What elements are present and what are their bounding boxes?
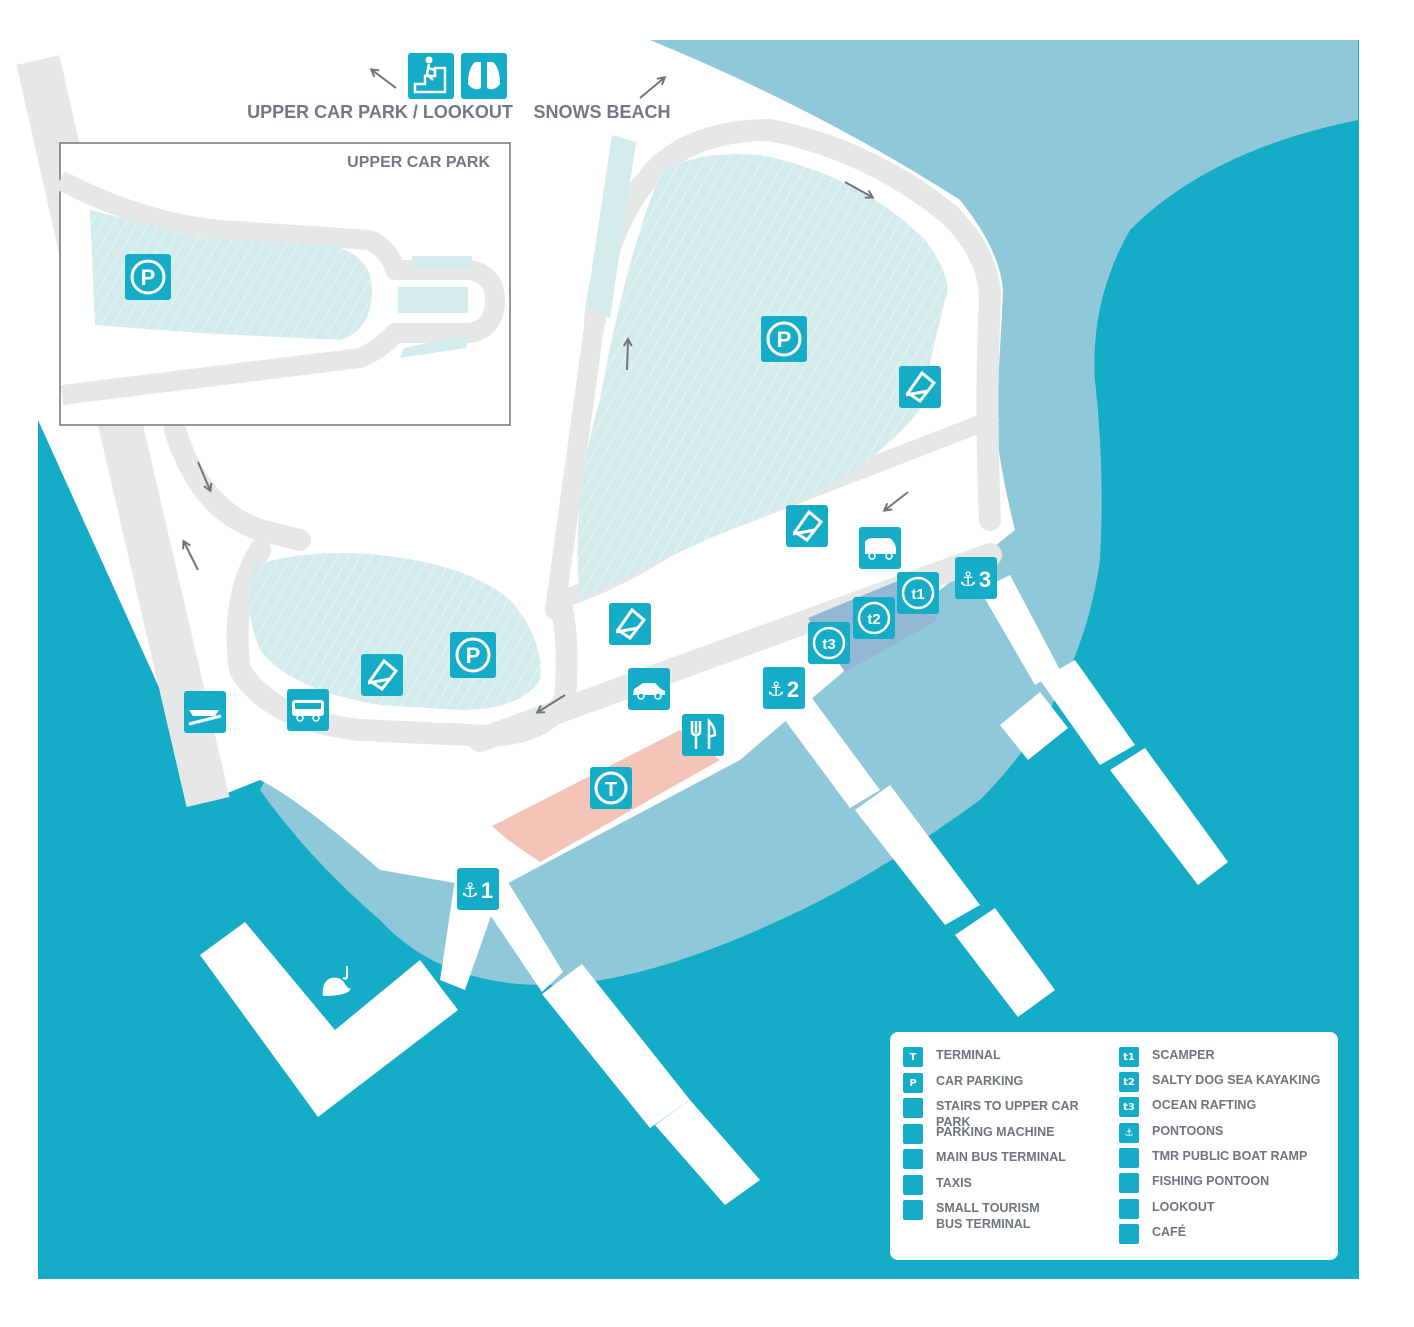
anchor-icon: ⚓ 1 xyxy=(457,868,499,910)
legend-label: PONTOONS xyxy=(1152,1124,1224,1138)
parking-icon-main xyxy=(759,314,809,364)
terminal-icon: T xyxy=(590,767,632,809)
svg-text:3: 3 xyxy=(979,567,991,592)
kayaking-icon: t2 xyxy=(853,597,895,639)
svg-text:t3: t3 xyxy=(822,636,835,653)
parking-machine-icon xyxy=(784,503,830,549)
rafting-icon: t3 xyxy=(808,622,850,664)
parking-machine-icon xyxy=(903,1124,923,1144)
legend-item: MAIN BUS TERMINAL xyxy=(903,1149,1116,1169)
legend-item: TMR PUBLIC BOAT RAMP xyxy=(1119,1148,1332,1168)
minibus-icon xyxy=(859,527,901,569)
legend-label: SALTY DOG SEA KAYAKING xyxy=(1152,1073,1321,1087)
direction-arrows xyxy=(184,70,909,712)
anchor-icon: ⚓ 3 xyxy=(955,557,997,599)
inset-parking-icon xyxy=(123,252,173,302)
legend-item: t3 OCEAN RAFTING xyxy=(1119,1097,1332,1117)
legend-label: STAIRS TO UPPER CAR PARK xyxy=(936,1099,1079,1129)
taxi-icon xyxy=(628,668,670,710)
legend-label: CAR PARKING xyxy=(936,1074,1024,1088)
roadside-parking xyxy=(586,135,636,318)
stairs-icon xyxy=(408,53,454,99)
legend-item: PARKING MACHINE xyxy=(903,1124,1116,1144)
parking-machine-icon xyxy=(359,652,405,698)
taxi-icon xyxy=(903,1175,923,1195)
upper-car-park-title: UPPER CAR PARK xyxy=(347,154,490,171)
legend-label: SMALL TOURISM BUS TERMINAL xyxy=(936,1201,1040,1231)
map-legend: T TERMINAL P CAR PARKING STAIRS TO UPPER CAR… xyxy=(890,1032,1338,1260)
parking-icon-lower xyxy=(448,630,498,680)
legend-item: T TERMINAL xyxy=(903,1047,1116,1067)
anchor-icon: ⚓ xyxy=(1119,1123,1139,1143)
upper-car-park-inset: UPPER CAR PARK xyxy=(55,142,511,426)
parking-machine-icon xyxy=(897,364,943,410)
parking-icon: P xyxy=(903,1073,923,1093)
boat-ramp-icon xyxy=(1119,1148,1139,1168)
legend-item: FISHING PONTOON xyxy=(1119,1173,1332,1193)
legend-label: CAFÉ xyxy=(1152,1225,1187,1239)
legend-item: t2 SALTY DOG SEA KAYAKING xyxy=(1119,1072,1332,1092)
rafting-icon: t3 xyxy=(1119,1097,1139,1117)
legend-item: P CAR PARKING xyxy=(903,1073,1116,1093)
cafe-icon xyxy=(682,714,724,756)
legend-item: LOOKOUT xyxy=(1119,1199,1332,1219)
legend-item: t1 SCAMPER xyxy=(1119,1047,1332,1067)
bus-icon xyxy=(287,689,329,731)
fishing-icon xyxy=(316,961,358,1003)
binoculars-icon xyxy=(1119,1199,1139,1219)
legend-label: PARKING MACHINE xyxy=(936,1125,1055,1139)
legend-item: ⚓ PONTOONS xyxy=(1119,1123,1332,1143)
legend-item: CAFÉ xyxy=(1119,1224,1332,1244)
legend-item: STAIRS TO UPPER CAR PARK xyxy=(903,1098,1116,1130)
cafe-icon xyxy=(1119,1224,1139,1244)
legend-label: TERMINAL xyxy=(936,1048,1001,1062)
bus-icon xyxy=(903,1149,923,1169)
legend-label: FISHING PONTOON xyxy=(1152,1174,1270,1188)
svg-text:⚓: ⚓ xyxy=(767,679,785,701)
legend-label: OCEAN RAFTING xyxy=(1152,1098,1257,1112)
fishing-icon xyxy=(1119,1173,1139,1193)
scamper-icon: t1 xyxy=(1119,1047,1139,1067)
svg-text:T: T xyxy=(605,779,617,801)
kayaking-icon: t2 xyxy=(1119,1072,1139,1092)
svg-text:2: 2 xyxy=(787,677,799,702)
scamper-icon: t1 xyxy=(897,572,939,614)
legend-label: MAIN BUS TERMINAL xyxy=(936,1150,1066,1164)
snows-beach-label: SNOWS BEACH xyxy=(533,102,670,122)
upper-car-park-lookout-label: UPPER CAR PARK / LOOKOUT xyxy=(247,102,513,122)
parking-machine-icon xyxy=(607,601,653,647)
anchor-icon: ⚓ 2 xyxy=(763,667,805,709)
binoculars-icon xyxy=(461,53,507,99)
legend-label: SCAMPER xyxy=(1152,1048,1215,1062)
legend-label: LOOKOUT xyxy=(1152,1200,1215,1214)
svg-text:⚓: ⚓ xyxy=(461,880,479,902)
legend-label: TAXIS xyxy=(936,1176,972,1190)
legend-label: TMR PUBLIC BOAT RAMP xyxy=(1152,1149,1308,1163)
svg-text:t2: t2 xyxy=(867,611,880,628)
boat-ramp-icon xyxy=(184,691,226,733)
legend-item: SMALL TOURISM BUS TERMINAL xyxy=(903,1200,1116,1232)
minibus-icon xyxy=(903,1200,923,1220)
legend-item: TAXIS xyxy=(903,1175,1116,1195)
terminal-icon: T xyxy=(903,1047,923,1067)
svg-text:t1: t1 xyxy=(911,586,924,603)
svg-text:⚓: ⚓ xyxy=(959,569,977,591)
stairs-icon xyxy=(903,1098,923,1118)
svg-text:1: 1 xyxy=(481,878,493,903)
